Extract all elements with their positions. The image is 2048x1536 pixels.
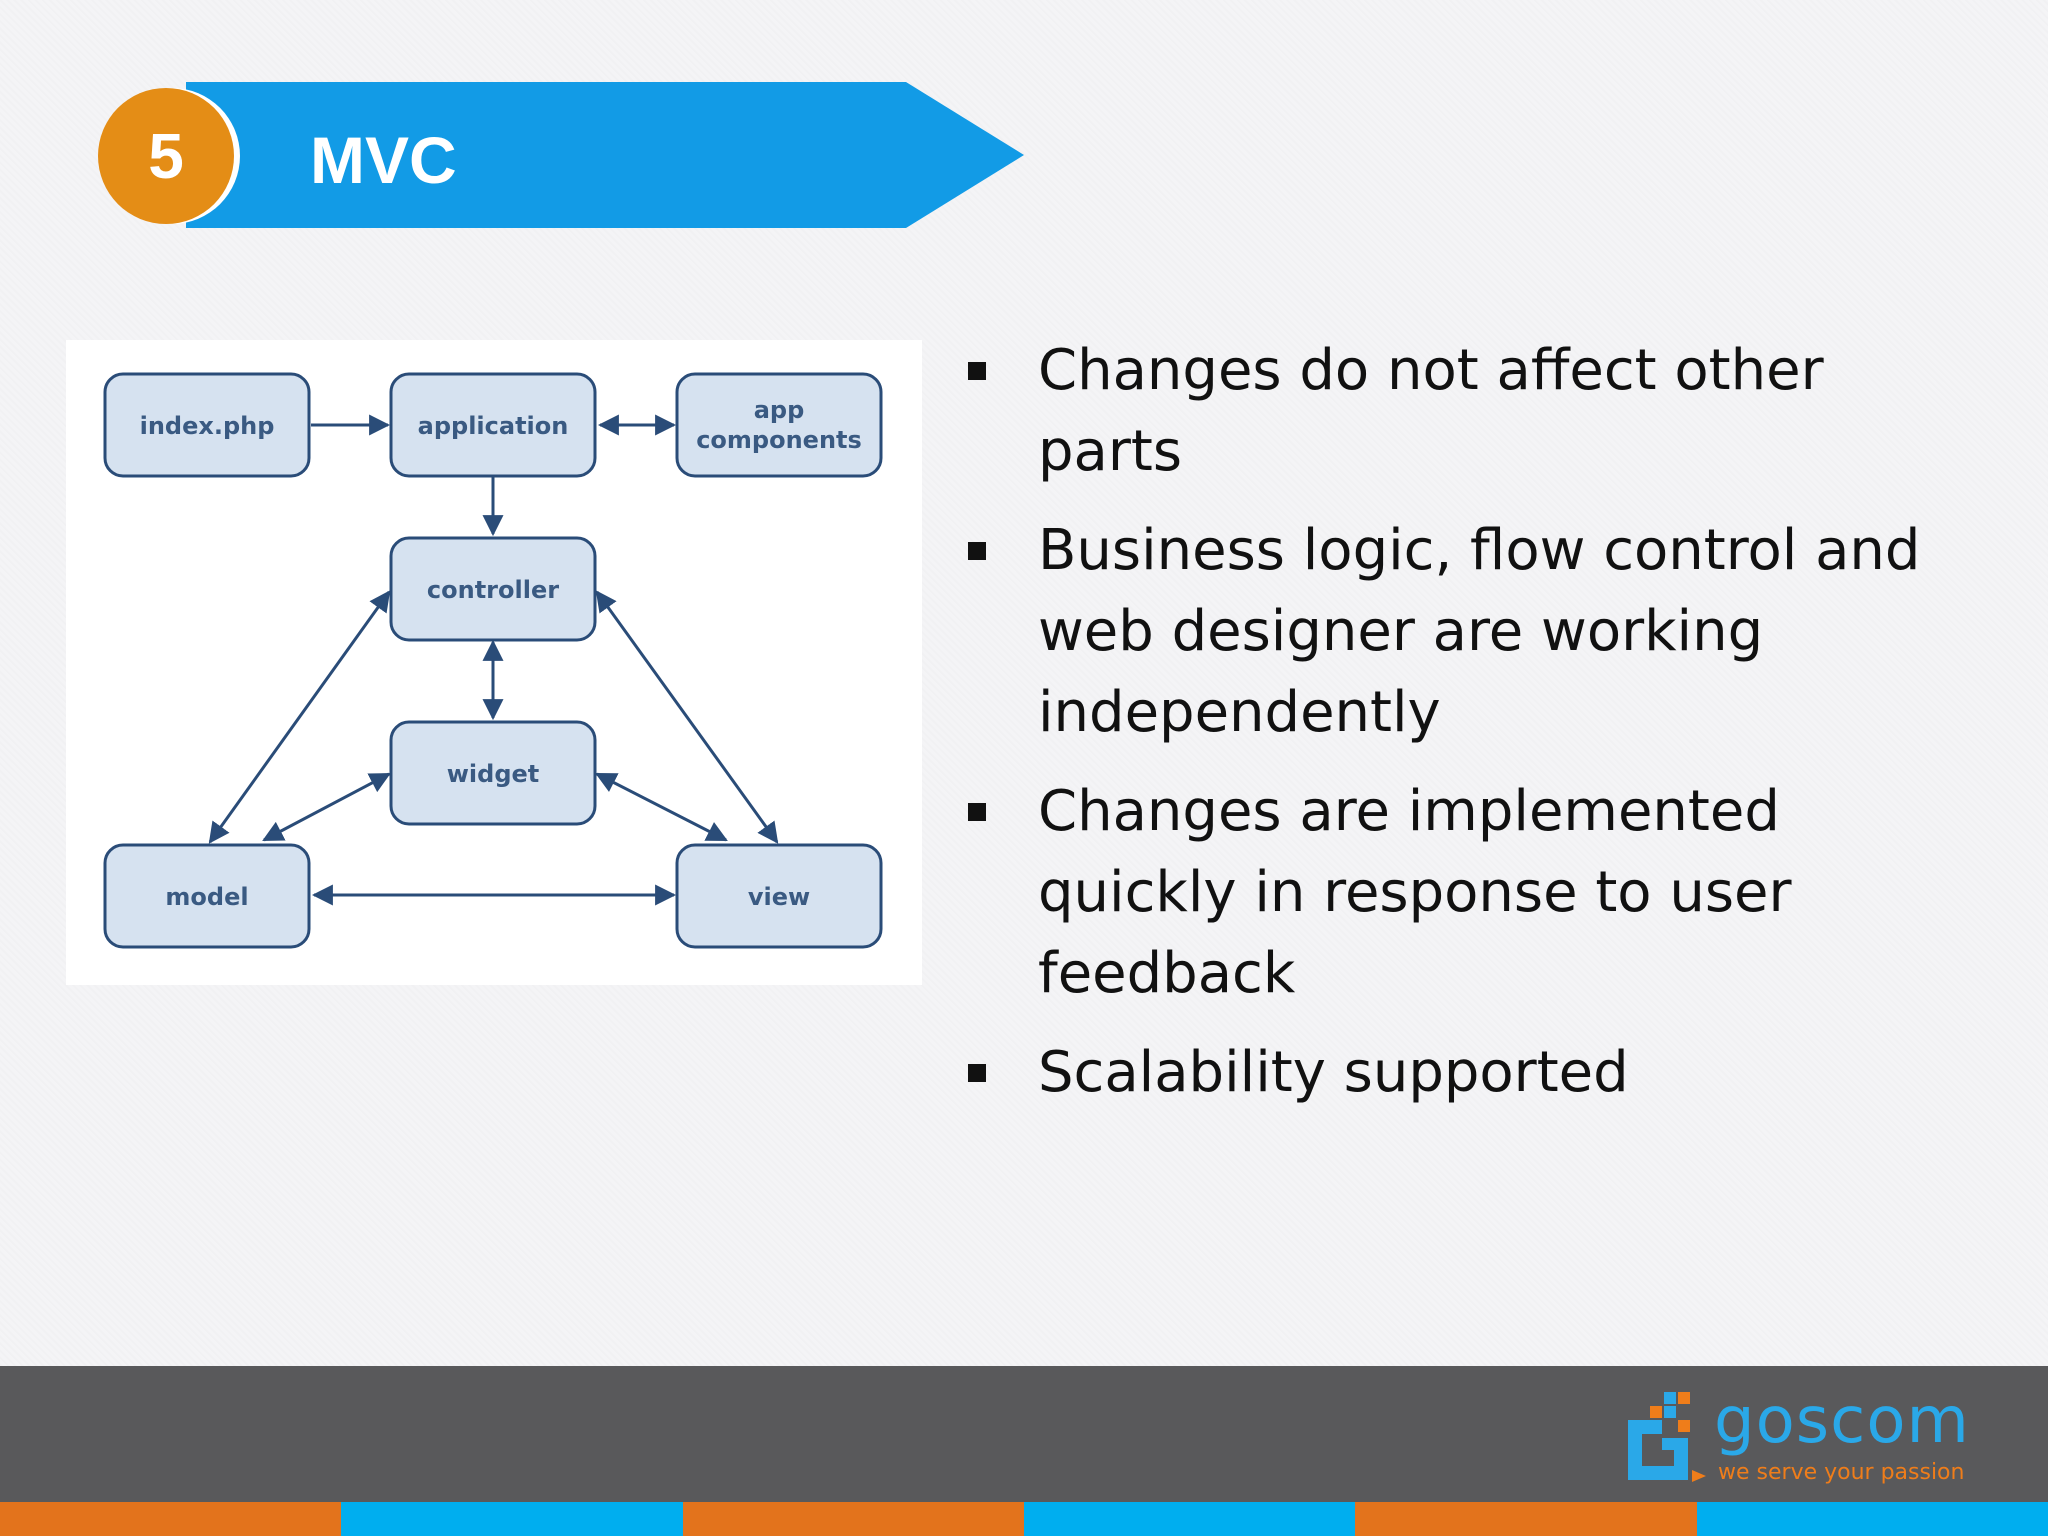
footer-stripe-orange	[0, 1502, 341, 1536]
mvc-diagram: index.php application app components con…	[103, 372, 883, 949]
node-model	[103, 843, 311, 949]
logo-tagline: we serve your passion	[1718, 1460, 1965, 1485]
footer-stripe-cyan	[1697, 1502, 2048, 1536]
footer-stripe-orange	[1355, 1502, 1697, 1536]
edge-widget-model	[262, 772, 391, 842]
bullet-list: Changes do not affect other parts Busine…	[960, 330, 1970, 1131]
bullet-text: Business logic, flow control and web des…	[1038, 518, 1921, 745]
node-label-widget: widget	[447, 760, 540, 788]
slide-number: 5	[148, 120, 184, 192]
edge-widget-view	[595, 772, 728, 842]
node-label-view: view	[748, 883, 810, 911]
slide-title: MVC	[310, 123, 457, 197]
node-widget	[389, 720, 597, 826]
node-index-php	[103, 372, 311, 478]
square-bullet-icon	[968, 362, 986, 380]
node-label-index: index.php	[140, 412, 275, 440]
node-label-model: model	[165, 883, 248, 911]
node-view	[675, 843, 883, 949]
bullet-item: Changes are implemented quickly in respo…	[960, 771, 1970, 1014]
square-bullet-icon	[968, 803, 986, 821]
company-logo: goscom we serve your passion	[1622, 1384, 2002, 1490]
node-controller	[389, 536, 597, 642]
bullet-item: Scalability supported	[960, 1032, 1970, 1113]
footer-stripe-orange	[683, 1502, 1024, 1536]
node-label-controller: controller	[427, 576, 559, 604]
slide-number-badge: 5	[98, 88, 234, 224]
edge-controller-model	[208, 590, 391, 844]
square-bullet-icon	[968, 542, 986, 560]
logo-wordmark: goscom	[1714, 1384, 1970, 1458]
node-app-components	[675, 372, 883, 478]
bullet-item: Business logic, flow control and web des…	[960, 510, 1970, 753]
footer-stripe-cyan	[1024, 1502, 1355, 1536]
node-application	[389, 372, 597, 478]
bullet-item: Changes do not affect other parts	[960, 330, 1970, 492]
title-banner	[186, 82, 1024, 228]
bullet-text: Changes do not affect other parts	[1038, 338, 1824, 484]
node-label-components-1: app	[754, 396, 805, 424]
bullet-text: Scalability supported	[1038, 1040, 1629, 1105]
node-label-application: application	[418, 412, 569, 440]
bullet-text: Changes are implemented quickly in respo…	[1038, 779, 1792, 1006]
footer-stripe-cyan	[341, 1502, 683, 1536]
square-bullet-icon	[968, 1064, 986, 1082]
goscom-mark-icon	[1628, 1392, 1706, 1482]
node-label-components-2: components	[696, 426, 862, 454]
footer-bar	[0, 1366, 2048, 1502]
edge-controller-view	[595, 590, 779, 844]
